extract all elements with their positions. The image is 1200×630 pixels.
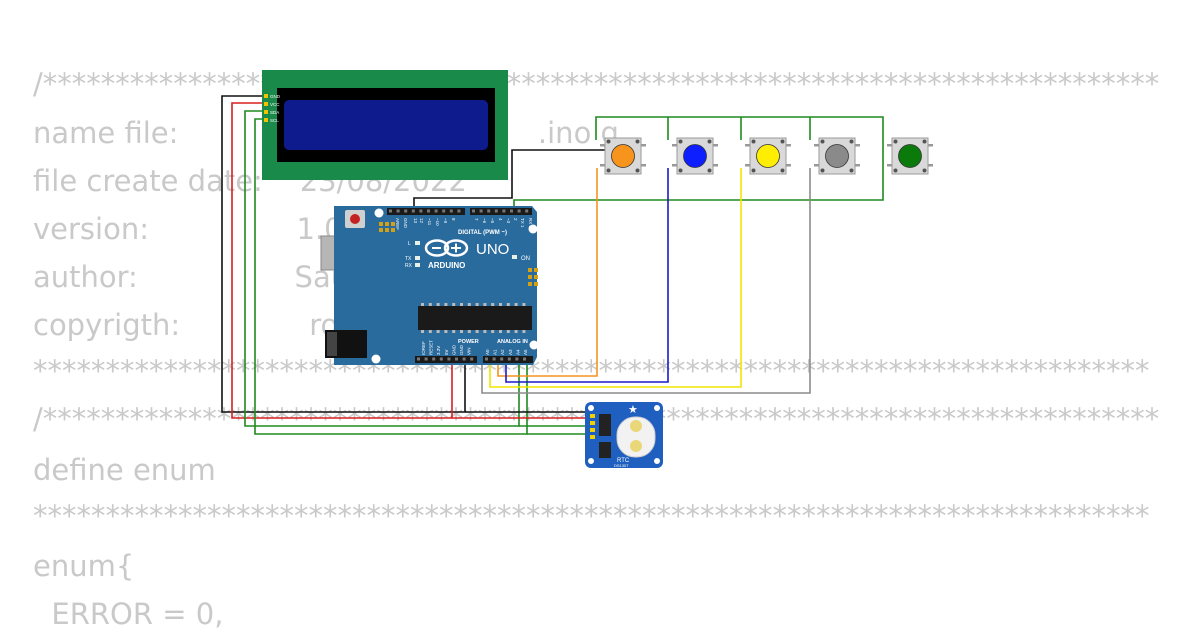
analog-pin-label: A3 [508, 349, 513, 355]
digital-pin-label: ~3 [506, 218, 511, 224]
rtc-chip-label: DS1307 [614, 463, 629, 468]
push-button [672, 137, 718, 175]
lcd-pin-label: SCL [270, 118, 279, 123]
digital-pin-label: 12 [419, 218, 424, 224]
code-line: /***************************************… [33, 68, 1160, 100]
digital-pin-label: AREF [395, 218, 400, 230]
power-label: POWER [458, 339, 479, 345]
lcd-pin-header: GND VCC SDA SCL [264, 94, 281, 123]
lcd-pin-label: VCC [270, 102, 280, 107]
wire-button-gnd [413, 149, 605, 211]
rtc-module: ★ RTC DS1307 [585, 402, 663, 468]
digital-pin-label: ~6 [482, 218, 487, 224]
lcd-pin-label: SDA [270, 110, 279, 115]
wire-lcd-gnd [221, 95, 466, 413]
arduino-model-label: UNO [476, 241, 509, 258]
button-cap [611, 144, 635, 168]
code-line: copyrigth: robo [33, 309, 375, 341]
digital-pin-label: 8 [451, 218, 456, 221]
power-pin-label: VIN [467, 347, 472, 355]
wire-yellow-button [489, 168, 742, 388]
wire-blue-button [505, 168, 669, 383]
analog-pin-label: A0 [485, 349, 490, 355]
lcd-display: GND VCC SDA SCL [262, 70, 508, 180]
arduino-brand-label: ARDUINO [428, 261, 465, 270]
digital-label: DIGITAL (PWM ~) [458, 230, 507, 236]
wire-lcd-sda [244, 110, 520, 427]
digital-pin-label: 4 [498, 218, 503, 221]
power-pin-label: 3.3V [436, 346, 441, 355]
digital-pin-label: ~9 [443, 218, 448, 224]
power-pin-label: IOREF [421, 341, 426, 355]
analog-pin-label: A4 [515, 349, 520, 355]
button-cap [756, 144, 780, 168]
atmega-chip [418, 306, 532, 330]
push-button [745, 137, 791, 175]
rtc-label: RTC [617, 458, 630, 464]
arduino-logo [424, 239, 469, 257]
push-buttons [600, 137, 933, 175]
analog-pin-label: A5 [523, 349, 528, 355]
wire-orange-button [497, 168, 598, 377]
on-label: ON [521, 256, 530, 262]
arduino-uno-board: UNO ARDUINO DIGITAL (PWM ~) POWER ANALOG… [320, 206, 539, 365]
status-leds: L TX RX [405, 241, 420, 269]
lcd-pin [264, 94, 268, 98]
analog-pin-label: A1 [493, 349, 498, 355]
svg-text:TX: TX [405, 256, 412, 262]
power-pin-label: GND [459, 344, 464, 355]
header-top-right [470, 208, 532, 215]
push-button [814, 137, 860, 175]
header-top-left [387, 208, 465, 215]
button-cap [898, 144, 922, 168]
push-button [887, 137, 933, 175]
lcd-pin [264, 110, 268, 114]
analog-label: ANALOG IN [497, 339, 528, 345]
wire-lcd-vcc [231, 102, 453, 419]
svg-text:L: L [408, 241, 411, 247]
power-pin-label: GND [451, 344, 456, 355]
code-line: ****************************************… [33, 500, 1150, 532]
button-cap [825, 144, 849, 168]
digital-pin-label: GND [403, 218, 408, 229]
wire-gray-button [481, 168, 811, 394]
star-icon: ★ [628, 403, 638, 416]
digital-pin-label: RX 0 [528, 218, 533, 229]
lcd-pin-label: GND [270, 94, 281, 99]
header-power [415, 356, 477, 363]
digital-pin-label: 7 [474, 218, 479, 221]
svg-text:RX: RX [405, 263, 413, 269]
digital-pin-label: 13 [413, 218, 418, 224]
digital-pin-label: TX 1 [520, 218, 525, 228]
digital-pin-label: ~11 [427, 218, 432, 226]
code-line: define enum [33, 454, 216, 486]
code-line: ERROR = 0, [33, 598, 224, 630]
power-pin-label: RESET [429, 340, 434, 355]
button-cap [683, 144, 707, 168]
digital-pin-label: ~10 [435, 218, 440, 226]
lcd-pin [264, 102, 268, 106]
digital-pin-label: ~5 [490, 218, 495, 224]
power-pin-label: 5V [444, 349, 449, 355]
wire-button-bus [513, 116, 884, 211]
wire-lcd-scl [254, 118, 528, 435]
digital-pin-label: 2 [513, 218, 518, 221]
lcd-pin [264, 118, 268, 122]
code-line: enum{ [33, 550, 135, 582]
analog-pin-label: A2 [500, 349, 505, 355]
wires [221, 95, 884, 435]
push-button [600, 137, 646, 175]
lcd-screen [284, 100, 488, 150]
